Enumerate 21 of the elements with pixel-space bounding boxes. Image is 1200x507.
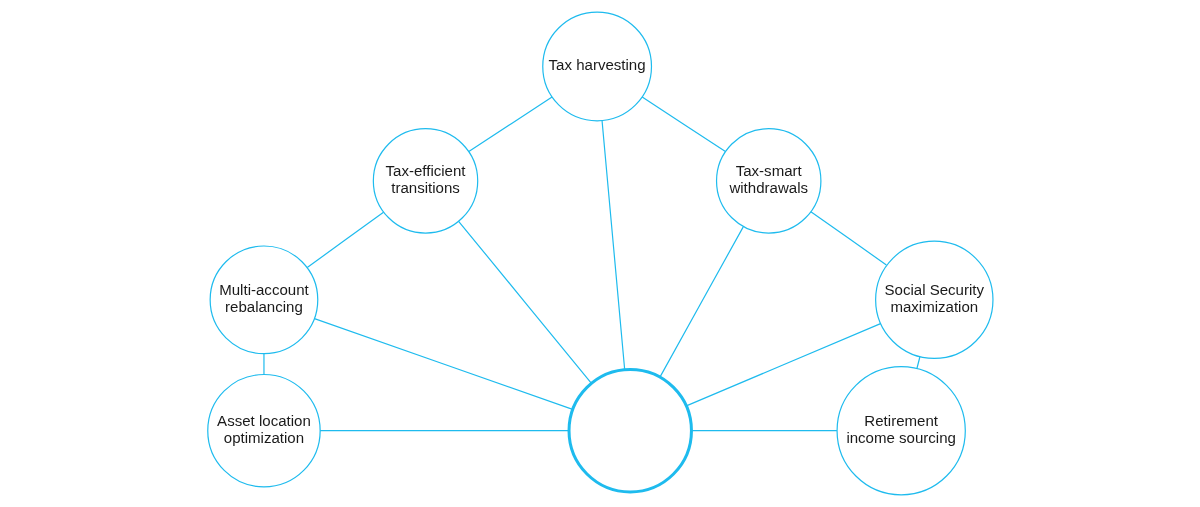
node-circle: Tax-efficient transitions <box>372 128 478 234</box>
node-circle <box>567 367 693 494</box>
connector <box>467 96 553 153</box>
connector <box>262 353 265 376</box>
connector <box>690 430 837 432</box>
connector <box>685 323 881 407</box>
connector <box>313 317 573 410</box>
node-circle: Multi-account rebalancing <box>209 245 318 355</box>
connector <box>915 356 920 369</box>
connector <box>319 430 569 432</box>
node-circle: Tax-smart withdrawals <box>715 128 821 234</box>
connector <box>306 211 384 269</box>
node-circle: Retirement income sourcing <box>835 365 966 496</box>
node-circle: Asset location optimization <box>206 373 321 488</box>
node-circle: Tax harvesting <box>541 11 652 122</box>
connector <box>641 96 726 153</box>
node-circle: Social Security maximization <box>874 240 994 360</box>
connector <box>809 211 887 266</box>
connector <box>600 120 625 371</box>
connector <box>457 220 592 384</box>
connector <box>658 226 744 378</box>
